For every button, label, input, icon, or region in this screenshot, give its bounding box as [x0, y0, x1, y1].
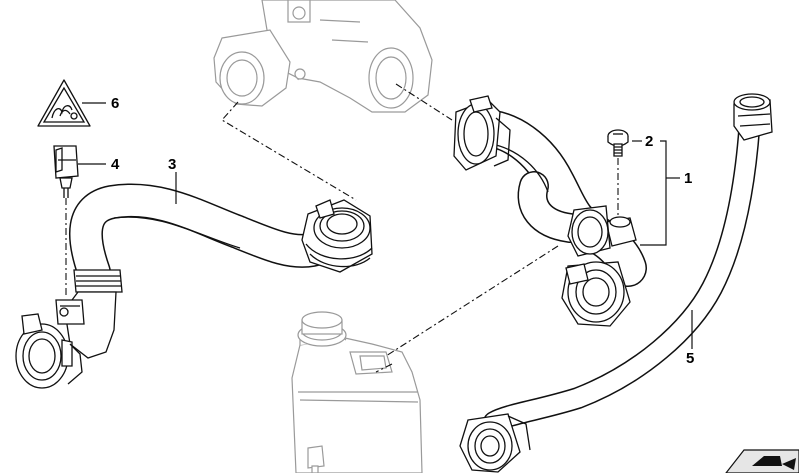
hose-1-lower-clamps: [561, 205, 631, 327]
hose-3: [15, 183, 373, 389]
assembly-lines: [65, 83, 619, 373]
hose-1: [453, 95, 647, 327]
hose-5-bottom-connector: [459, 413, 531, 473]
bleed-screw-icon: [607, 129, 629, 157]
callout-3: 3: [168, 156, 177, 173]
callout-2: 2: [645, 133, 654, 150]
callout-4: 4: [111, 156, 120, 173]
thermostat-housing-ghost: [213, 0, 433, 113]
expansion-tank-ghost: [291, 311, 423, 473]
hose-3-lower-clamp: [15, 313, 73, 389]
hose-1-upper-clamp: [453, 95, 511, 171]
temperature-sensor-icon: [53, 145, 79, 198]
hose-3-bellows: [73, 269, 123, 293]
page-corner-icon: [725, 449, 799, 473]
hose-5-top-connector: [733, 93, 773, 141]
leader-lines: [78, 102, 693, 349]
callout-5: 5: [686, 350, 695, 367]
hot-coolant-warning-icon: [37, 79, 91, 127]
callout-1: 1: [684, 170, 693, 187]
hose-5: [459, 93, 773, 473]
hose-3-upper-clamp: [301, 199, 373, 273]
callout-6: 6: [111, 95, 120, 112]
